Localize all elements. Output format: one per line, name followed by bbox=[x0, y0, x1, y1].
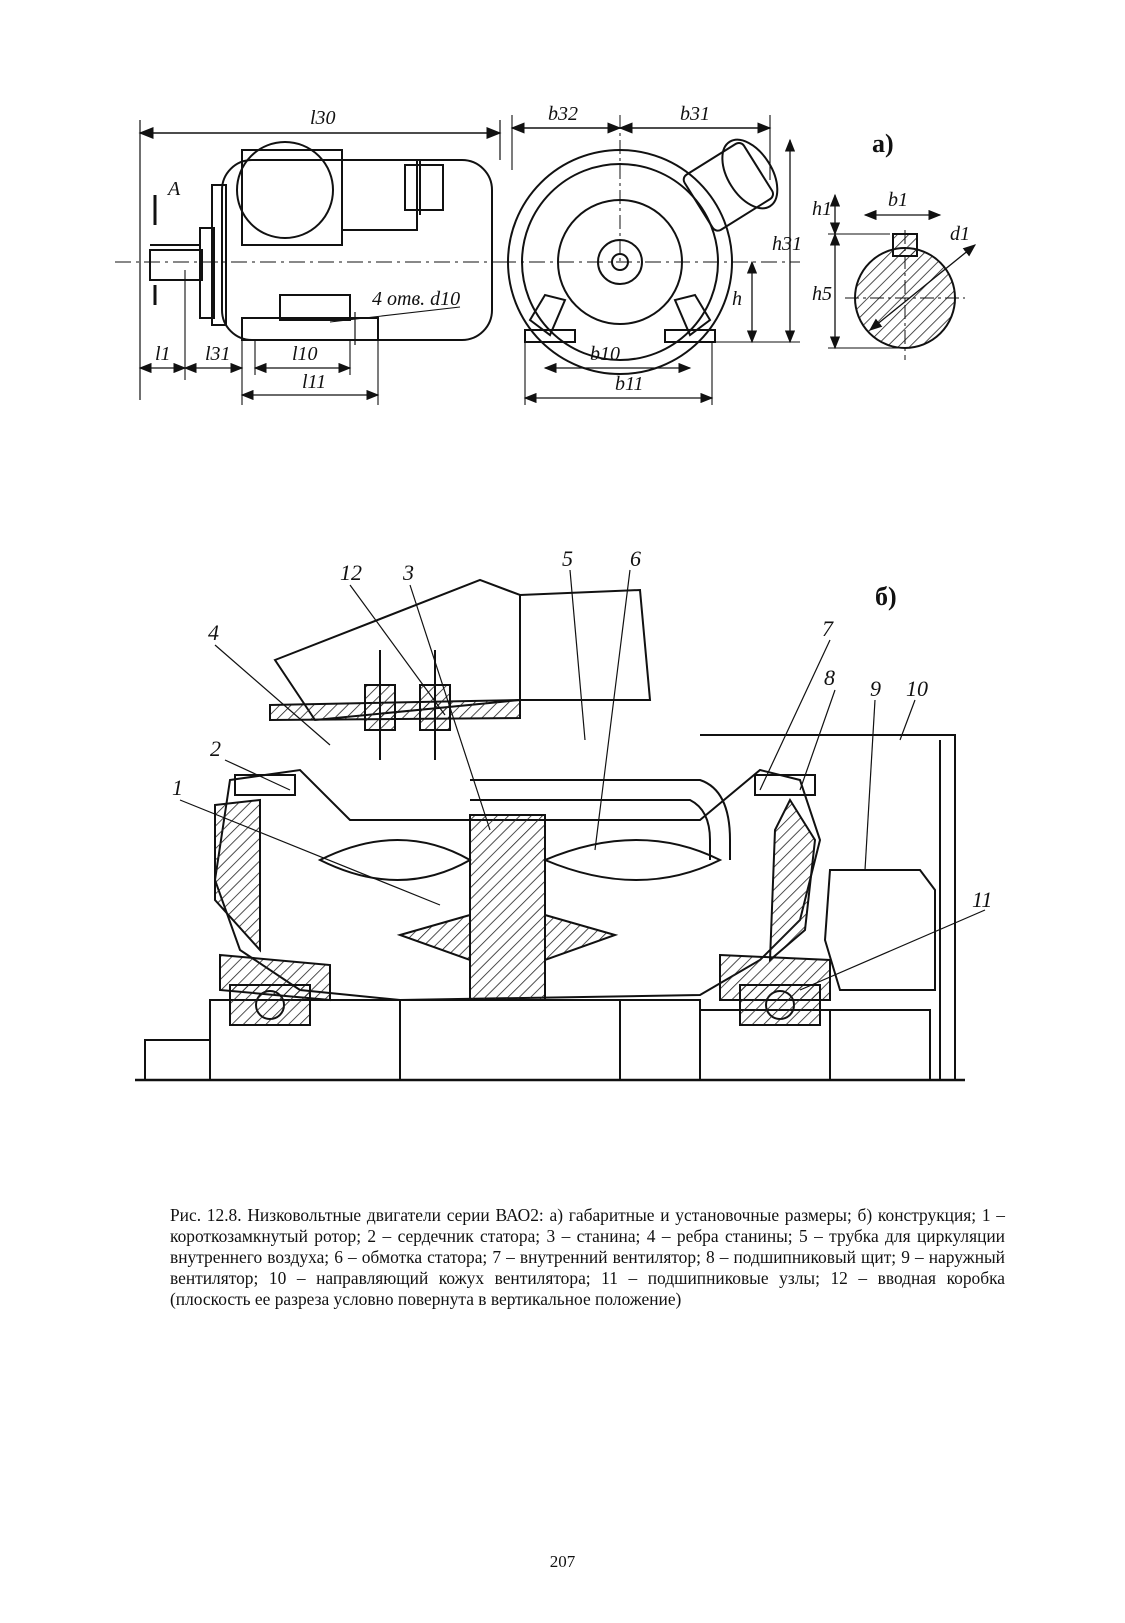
dim-b31: b31 bbox=[680, 103, 710, 125]
figure-b-section bbox=[135, 569, 986, 1082]
dim-l30: l30 bbox=[310, 107, 336, 129]
dim-b32: b32 bbox=[548, 103, 578, 125]
dim-b11: b11 bbox=[615, 373, 644, 395]
figure-a-labels: а) l30 b32 b31 b1 d1 h1 h31 h5 h l1 l31 … bbox=[155, 103, 970, 395]
figure-a-tag: а) bbox=[872, 129, 894, 158]
figure-caption: Рис. 12.8. Низковольтные двигатели серии… bbox=[170, 1205, 1005, 1309]
callout-2: 2 bbox=[210, 736, 221, 761]
callout-9: 9 bbox=[870, 676, 881, 701]
dim-l11: l11 bbox=[302, 371, 326, 393]
callout-4: 4 bbox=[208, 620, 219, 645]
callout-8: 8 bbox=[824, 665, 835, 690]
figure-a-end-view bbox=[500, 115, 800, 405]
callout-5: 5 bbox=[562, 546, 573, 571]
page-number: 207 bbox=[549, 1552, 576, 1571]
dim-b10: b10 bbox=[590, 343, 620, 365]
dim-h: h bbox=[732, 288, 742, 310]
callout-7: 7 bbox=[822, 616, 834, 641]
dim-h5: h5 bbox=[812, 283, 832, 305]
callout-12: 12 bbox=[340, 560, 362, 585]
dim-h31: h31 bbox=[772, 233, 802, 255]
dim-holes: 4 отв. d10 bbox=[372, 288, 460, 310]
dim-h1: h1 bbox=[812, 198, 832, 220]
dim-l1: l1 bbox=[155, 343, 171, 365]
callout-11: 11 bbox=[972, 887, 992, 912]
dim-l31: l31 bbox=[205, 343, 231, 365]
callout-1: 1 bbox=[172, 775, 183, 800]
dim-l10: l10 bbox=[292, 343, 318, 365]
figure-b-labels: б) 1 2 3 4 5 6 7 8 9 10 11 12 bbox=[172, 546, 992, 912]
figure-a-side-view bbox=[115, 120, 510, 405]
dim-d1: d1 bbox=[950, 223, 970, 245]
dim-b1: b1 bbox=[888, 189, 908, 211]
callout-10: 10 bbox=[906, 676, 928, 701]
callout-3: 3 bbox=[402, 560, 414, 585]
figure-b-tag: б) bbox=[875, 582, 897, 611]
callout-6: 6 bbox=[630, 546, 641, 571]
figure-a-shaft-section bbox=[828, 193, 977, 360]
section-mark-a: A bbox=[166, 178, 181, 200]
